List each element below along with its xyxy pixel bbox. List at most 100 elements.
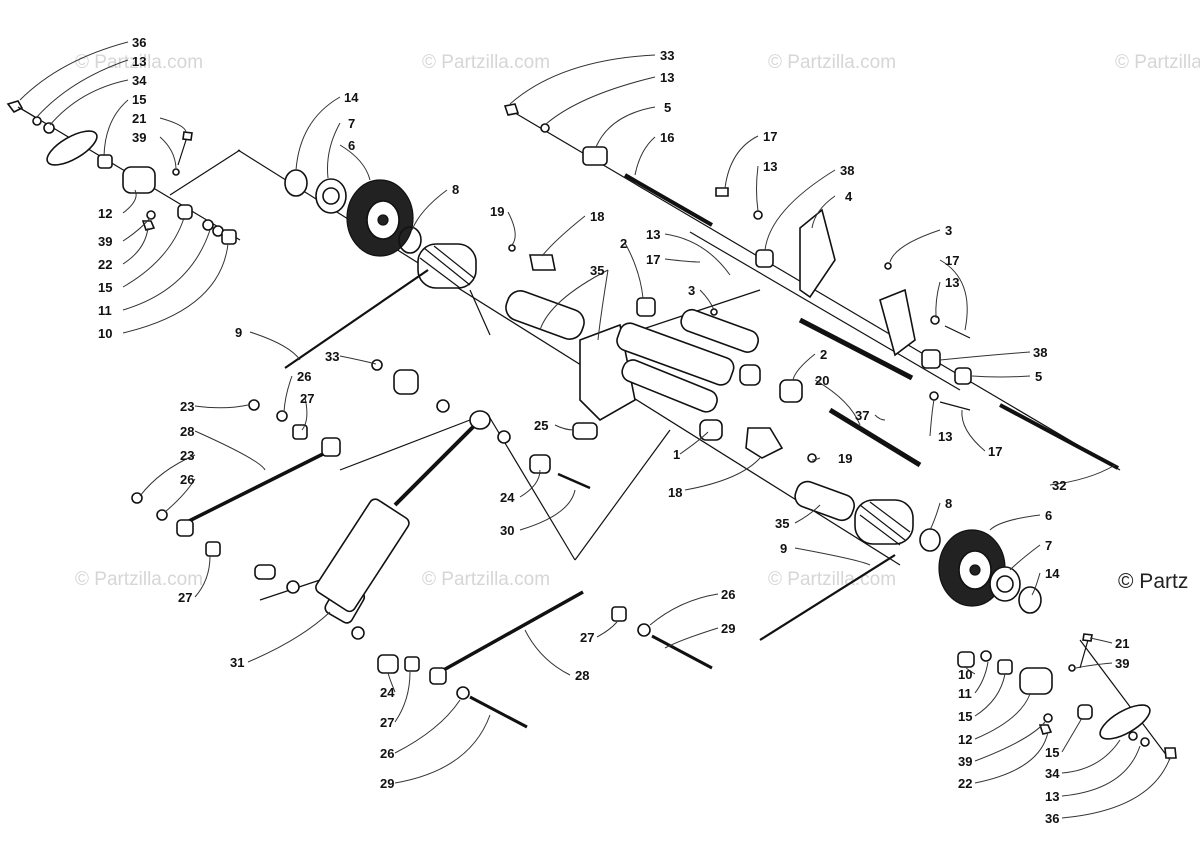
callout-8: 8 xyxy=(945,496,952,511)
watermark: © Partzilla.com xyxy=(768,52,896,73)
callout-29: 29 xyxy=(380,776,394,791)
callout-18: 18 xyxy=(668,485,682,500)
callout-13: 13 xyxy=(763,159,777,174)
callout-5: 5 xyxy=(1035,369,1042,384)
callout-3: 3 xyxy=(688,283,695,298)
callout-34: 34 xyxy=(132,73,147,88)
callout-36: 36 xyxy=(1045,811,1059,826)
callout-13: 13 xyxy=(646,227,660,242)
callout-10: 10 xyxy=(98,326,112,341)
spacer xyxy=(284,169,308,197)
plate xyxy=(46,130,98,166)
callout-3: 3 xyxy=(945,223,952,238)
callout-13: 13 xyxy=(945,275,959,290)
callout-26: 26 xyxy=(721,587,735,602)
callout-12: 12 xyxy=(98,206,112,221)
frame-tube xyxy=(616,322,735,386)
callout-8: 8 xyxy=(452,182,459,197)
leader-lines xyxy=(19,41,1171,819)
callout-31: 31 xyxy=(230,655,244,670)
callout-6: 6 xyxy=(348,138,355,153)
callout-12: 12 xyxy=(958,732,972,747)
upper-left-spring xyxy=(284,243,491,369)
upper-left-hardware xyxy=(6,100,237,245)
callout-2: 2 xyxy=(620,236,627,251)
callout-28: 28 xyxy=(180,424,194,439)
callout-39: 39 xyxy=(958,754,972,769)
plate xyxy=(1099,704,1151,740)
shock-absorber xyxy=(315,498,410,613)
callout-23: 23 xyxy=(180,399,194,414)
callout-32: 32 xyxy=(1052,478,1066,493)
watermark: © Partzilla.com xyxy=(768,569,896,590)
callout-27: 27 xyxy=(178,590,192,605)
callout-38: 38 xyxy=(1033,345,1047,360)
callout-2: 2 xyxy=(820,347,827,362)
callout-21: 21 xyxy=(132,111,146,126)
callout-17: 17 xyxy=(945,253,959,268)
callout-6: 6 xyxy=(1045,508,1052,523)
callout-26: 26 xyxy=(297,369,311,384)
bushing xyxy=(97,154,113,169)
callout-1: 1 xyxy=(673,447,680,462)
callout-27: 27 xyxy=(580,630,594,645)
callout-7: 7 xyxy=(1045,538,1052,553)
callout-13: 13 xyxy=(938,429,952,444)
callout-29: 29 xyxy=(721,621,735,636)
callout-19: 19 xyxy=(838,451,852,466)
callout-5: 5 xyxy=(664,100,671,115)
callout-39: 39 xyxy=(98,234,112,249)
watermark: © Partz xyxy=(1118,570,1188,593)
callout-22: 22 xyxy=(98,257,112,272)
spacer xyxy=(1018,586,1042,614)
callout-24: 24 xyxy=(380,685,395,700)
callout-22: 22 xyxy=(958,776,972,791)
bushing xyxy=(582,146,608,166)
plate xyxy=(745,427,784,459)
callout-27: 27 xyxy=(380,715,394,730)
torsion-spring xyxy=(854,499,914,545)
callout-4: 4 xyxy=(845,189,853,204)
callout-33: 33 xyxy=(325,349,339,364)
shock-and-links xyxy=(131,359,713,729)
cross-shaft xyxy=(505,290,585,340)
callout-26: 26 xyxy=(180,472,194,487)
callout-13: 13 xyxy=(660,70,674,85)
callout-27: 27 xyxy=(300,391,314,406)
callout-15: 15 xyxy=(98,280,112,295)
upper-left-wheel-group xyxy=(284,169,422,257)
callout-16: 16 xyxy=(660,130,674,145)
pivot-block xyxy=(122,166,156,194)
lower-right-spring-group xyxy=(745,427,1042,641)
bracket xyxy=(799,208,836,299)
callout-15: 15 xyxy=(132,92,146,107)
callout-37: 37 xyxy=(855,408,869,423)
upper-rail-hardware xyxy=(503,103,1119,470)
frame-tube xyxy=(621,359,718,413)
callout-9: 9 xyxy=(780,541,787,556)
callout-labels: 36 13 34 15 21 39 12 39 22 15 11 10 14 7… xyxy=(98,35,1129,826)
callout-36: 36 xyxy=(132,35,146,50)
callout-15: 15 xyxy=(958,709,972,724)
lower-right-hardware xyxy=(957,633,1177,759)
callout-35: 35 xyxy=(775,516,789,531)
callout-13: 13 xyxy=(132,54,146,69)
callout-15: 15 xyxy=(1045,745,1059,760)
callout-11: 11 xyxy=(98,303,112,318)
callout-19: 19 xyxy=(490,204,504,219)
callout-35: 35 xyxy=(590,263,604,278)
watermark: © Partzilla.com xyxy=(75,569,203,590)
callout-17: 17 xyxy=(763,129,777,144)
callout-20: 20 xyxy=(815,373,829,388)
watermark: © Partzilla.com xyxy=(1115,52,1200,73)
bolt-head xyxy=(6,100,24,114)
callout-30: 30 xyxy=(500,523,514,538)
watermark: © Partzilla.com xyxy=(422,569,550,590)
callout-18: 18 xyxy=(590,209,604,224)
watermark: © Partzilla.com xyxy=(422,52,550,73)
callout-28: 28 xyxy=(575,668,589,683)
pivot-block xyxy=(1019,667,1053,695)
callout-11: 11 xyxy=(958,686,972,701)
callout-24: 24 xyxy=(500,490,515,505)
